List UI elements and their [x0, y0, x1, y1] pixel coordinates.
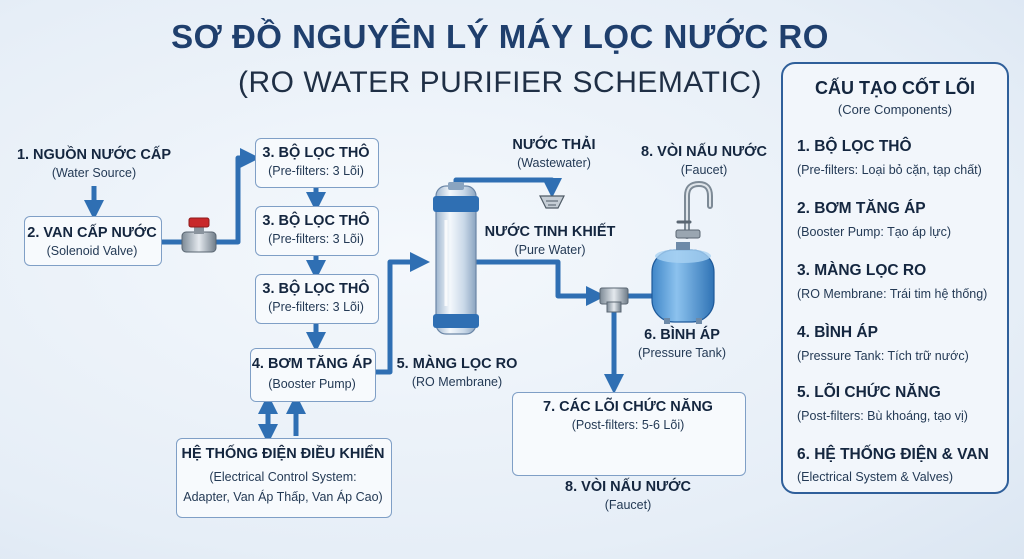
- panel-item-1-label: 1. BỘ LỌC THÔ: [797, 138, 912, 155]
- booster-pump-sub: (Booster Pump): [268, 377, 356, 391]
- ro-membrane-sub: (RO Membrane): [411, 375, 503, 389]
- ro-membrane-label: 5. MÀNG LỌC RO: [396, 356, 518, 372]
- wastewater-sub: (Wastewater): [517, 156, 591, 170]
- pipe-to-prefilter-1: [216, 148, 260, 245]
- panel-item-5-desc: (Post-filters: Bù khoáng, tạo vị): [797, 409, 968, 423]
- booster-pump-label: 4. BƠM TĂNG ÁP: [251, 356, 373, 372]
- faucet-icon: [675, 180, 713, 239]
- panel-item-4-desc: (Pressure Tank: Tích trữ nước): [797, 349, 969, 363]
- water-source-label: 1. NGUỒN NƯỚC CẤP: [16, 147, 172, 163]
- solenoid-valve-box: [24, 216, 162, 266]
- prefilter-2-sub: (Pre-filters: 3 Lõi): [268, 232, 364, 246]
- panel-subtitle: (Core Components): [837, 102, 953, 117]
- purewater-sub: (Pure Water): [514, 243, 586, 257]
- pipe-pump-membrane: [376, 252, 430, 375]
- faucet-top-sub: (Faucet): [680, 163, 728, 177]
- panel-item-3-desc: (RO Membrane: Trái tim hệ thống): [797, 287, 988, 301]
- page-title: SƠ ĐỒ NGUYÊN LÝ MÁY LỌC NƯỚC RO: [171, 18, 829, 55]
- prefilter-box-3: [255, 274, 379, 324]
- ro-membrane-icon: [433, 182, 479, 335]
- prefilter-3-sub: (Pre-filters: 3 Lõi): [268, 300, 364, 314]
- panel-item-6-desc: (Electrical System & Valves): [797, 470, 954, 484]
- pressure-tank-label: 6. BÌNH ÁP: [644, 327, 720, 343]
- tee-fitting-icon: [599, 287, 629, 313]
- faucet-bottom-label: 8. VÒI NẤU NƯỚC: [565, 479, 691, 495]
- core-components-panel: CẤU TẠO CỐT LÕI (Core Components) 1. BỘ …: [781, 62, 1009, 494]
- pipe-purewater: [472, 259, 606, 306]
- prefilter-1-sub: (Pre-filters: 3 Lõi): [268, 164, 364, 178]
- solenoid-valve-sub: (Solenoid Valve): [46, 244, 138, 258]
- panel-item-1-desc: (Pre-filters: Loại bỏ cặn, tạp chất): [797, 163, 982, 177]
- pressure-tank-icon: [651, 242, 715, 324]
- pressure-tank-sub: (Pressure Tank): [638, 346, 726, 360]
- panel-item-4-label: 4. BÌNH ÁP: [797, 324, 878, 341]
- panel-item-3-label: 3. MÀNG LỌC RO: [797, 262, 927, 279]
- prefilter-2-label: 3. BỘ LỌC THÔ: [262, 213, 370, 229]
- drain-icon: [539, 195, 565, 209]
- prefilter-3-label: 3. BỘ LỌC THÔ: [262, 281, 370, 297]
- solenoid-valve-icon: [181, 217, 217, 253]
- postfilters-label: 7. CÁC LÕI CHỨC NĂNG: [543, 399, 713, 415]
- water-source-sub: (Water Source): [51, 166, 137, 180]
- panel-item-5-label: 5. LÕI CHỨC NĂNG: [797, 384, 941, 401]
- purewater-label: NƯỚC TINH KHIẾT: [484, 224, 616, 240]
- panel-item-2-label: 2. BƠM TĂNG ÁP: [797, 200, 926, 217]
- panel-item-6-label: 6. HỆ THỐNG ĐIỆN & VAN: [797, 446, 989, 463]
- faucet-bottom-sub: (Faucet): [604, 498, 652, 512]
- booster-pump-box: [250, 348, 376, 402]
- postfilters-box: [512, 392, 746, 476]
- control-system-box: [176, 438, 392, 518]
- page-subtitle: (RO WATER PURIFIER SCHEMATIC): [238, 66, 762, 99]
- pipes: [84, 148, 652, 444]
- prefilter-box-2: [255, 206, 379, 256]
- postfilters-sub: (Post-filters: 5-6 Lõi): [571, 418, 685, 432]
- prefilter-box-1: [255, 138, 379, 188]
- panel-title: CẤU TẠO CỐT LÕI: [815, 78, 975, 98]
- panel-item-2-desc: (Booster Pump: Tạo áp lực): [797, 225, 952, 239]
- control-system-sub-2: Adapter, Van Áp Thấp, Van Áp Cao): [183, 490, 383, 504]
- prefilter-1-label: 3. BỘ LỌC THÔ: [262, 145, 370, 161]
- control-system-sub-1: (Electrical Control System:: [209, 470, 357, 484]
- wastewater-label: NƯỚC THẢI: [512, 137, 596, 153]
- solenoid-valve-label: 2. VAN CẤP NƯỚC: [27, 225, 157, 241]
- faucet-top-label: 8. VÒI NẤU NƯỚC: [641, 144, 767, 160]
- control-system-label: HỆ THỐNG ĐIỆN ĐIỀU KHIỂN: [181, 446, 385, 462]
